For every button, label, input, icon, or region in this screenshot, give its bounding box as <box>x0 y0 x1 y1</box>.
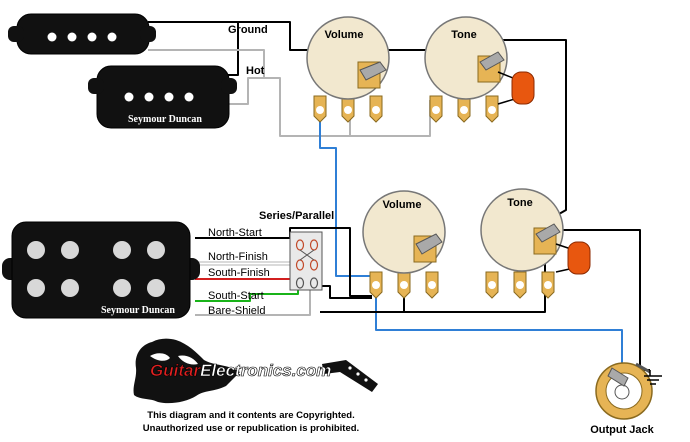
pole-piece <box>113 241 131 259</box>
top-volume-output-wire <box>319 100 372 277</box>
switch-output-wire <box>318 285 372 299</box>
jack-ground-lug <box>635 362 651 374</box>
bare-shield-wire <box>195 286 311 316</box>
copyright-line-1: This diagram and it contents are Copyrig… <box>147 410 354 421</box>
bare-shield-label: Bare-Shield <box>208 305 265 317</box>
guitar-headstock-icon <box>322 360 378 392</box>
hot-wire <box>148 49 431 137</box>
tone-capacitor-top <box>497 71 535 105</box>
pole-piece <box>27 279 45 297</box>
pole-piece <box>147 241 165 259</box>
pole-piece <box>184 92 194 102</box>
north-start-wire <box>195 227 372 297</box>
pot-solder-tab <box>415 233 443 255</box>
humbucker-pickup: Seymour Duncan <box>2 221 200 319</box>
jack-ground-wire <box>545 229 650 371</box>
capacitor-body <box>511 71 535 105</box>
bottom-volume-output-wire <box>375 280 623 368</box>
split-coil-pickup: Seymour Duncan <box>8 13 237 129</box>
jack-hole <box>614 384 630 400</box>
ground-wire-lower-coil <box>228 22 239 76</box>
site-name-part1: Guitar <box>150 361 201 380</box>
site-name-part2: Electronics.com <box>200 361 331 380</box>
guitarelectronics-logo: GuitarElectronics.com <box>133 338 378 404</box>
humbucker-brand-label: Seymour Duncan <box>101 305 175 316</box>
pot-solder-tab <box>359 61 387 81</box>
switch-jumper <box>299 249 315 261</box>
volume-bottom-label: Volume <box>383 199 422 211</box>
pickup-lower-coil-ear-right <box>221 78 237 94</box>
ground-label: Ground <box>228 24 268 36</box>
capacitor-body <box>567 241 591 275</box>
output-jack-label: Output Jack <box>590 424 654 436</box>
tone-pot-top: Tone <box>424 16 508 123</box>
copyright-line-2: Unauthorized use or republication is pro… <box>143 423 359 434</box>
north-start-label: North-Start <box>208 227 262 239</box>
pole-piece <box>124 92 134 102</box>
south-start-wire <box>195 286 299 302</box>
tone-top-label: Tone <box>451 29 476 41</box>
ground-symbol-icon <box>644 370 662 385</box>
switch-lug <box>309 277 319 289</box>
volume-pot-bottom: Volume <box>362 190 446 299</box>
tone-bottom-label: Tone <box>507 197 532 209</box>
tone-capacitor-bottom <box>555 241 591 275</box>
pole-piece <box>107 32 117 42</box>
north-finish-label: North-Finish <box>208 251 268 263</box>
pole-piece <box>144 92 154 102</box>
pole-piece <box>47 32 57 42</box>
south-start-label: South-Start <box>208 290 264 302</box>
pole-piece <box>164 92 174 102</box>
pole-piece <box>61 241 79 259</box>
hot-label: Hot <box>246 65 265 77</box>
north-finish-wire-outline <box>195 261 296 266</box>
pole-piece <box>87 32 97 42</box>
hot-wire-lower-coil <box>228 77 264 105</box>
pole-piece <box>61 279 79 297</box>
pickup-lower-coil <box>96 65 230 129</box>
series-parallel-label: Series/Parallel <box>259 210 334 222</box>
humbucker-body <box>11 221 191 319</box>
volume-top-label: Volume <box>325 29 364 41</box>
south-finish-label: South-Finish <box>208 267 270 279</box>
switch-lug <box>295 277 305 289</box>
pickup-upper-coil-ear-right <box>140 26 156 42</box>
pickup-lower-coil-ear-left <box>88 78 104 94</box>
pole-piece <box>147 279 165 297</box>
pickup-brand-label: Seymour Duncan <box>128 114 202 125</box>
pickup-upper-coil-ear-left <box>8 26 24 42</box>
volume-pot-top: Volume <box>306 16 390 123</box>
pickup-upper-coil <box>16 13 150 55</box>
pot-solder-tab <box>535 223 561 243</box>
jack-tip-lug <box>607 367 629 387</box>
output-jack: Output Jack <box>590 362 662 436</box>
site-name: GuitarElectronics.com <box>150 361 331 380</box>
series-parallel-switch <box>289 231 323 291</box>
pot-solder-tab <box>479 51 505 71</box>
tone-pot-bottom: Tone <box>480 188 564 299</box>
pole-piece <box>27 241 45 259</box>
pole-piece <box>67 32 77 42</box>
pole-piece <box>113 279 131 297</box>
